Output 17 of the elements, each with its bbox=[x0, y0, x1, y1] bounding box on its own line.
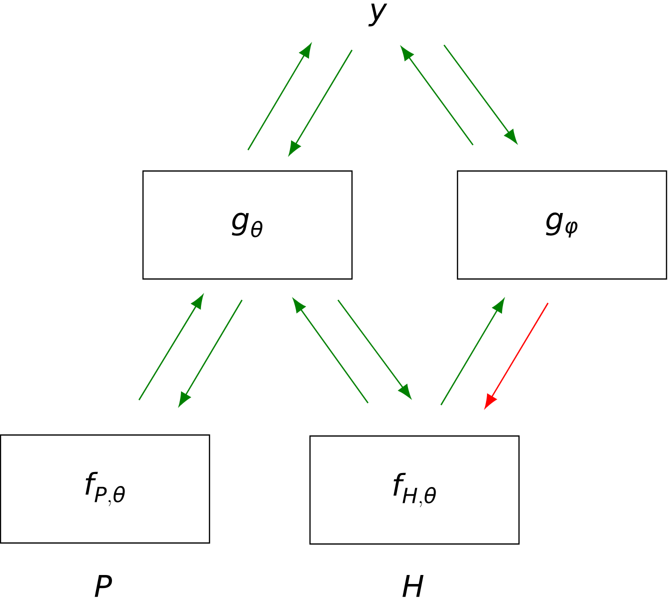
arrow bbox=[443, 44, 518, 144]
arrow bbox=[292, 298, 369, 404]
arrow bbox=[288, 50, 353, 156]
formula-label: $y$ bbox=[368, 4, 388, 26]
formula-box: $f_{P,\theta}$ bbox=[0, 434, 210, 544]
arrow bbox=[484, 302, 549, 408]
arrow bbox=[247, 44, 312, 150]
caption-label: $H$ bbox=[402, 575, 424, 597]
formula-box: $f_{H,\theta}$ bbox=[309, 435, 520, 545]
arrow bbox=[440, 298, 504, 406]
arrow bbox=[178, 300, 243, 406]
formula-box: $g_\phi$ bbox=[456, 170, 668, 280]
arrow bbox=[337, 300, 412, 398]
arrow bbox=[400, 46, 474, 146]
caption-label: $P$ bbox=[94, 575, 112, 597]
arrow bbox=[138, 294, 204, 400]
formula-box: $g_\theta$ bbox=[142, 170, 353, 280]
